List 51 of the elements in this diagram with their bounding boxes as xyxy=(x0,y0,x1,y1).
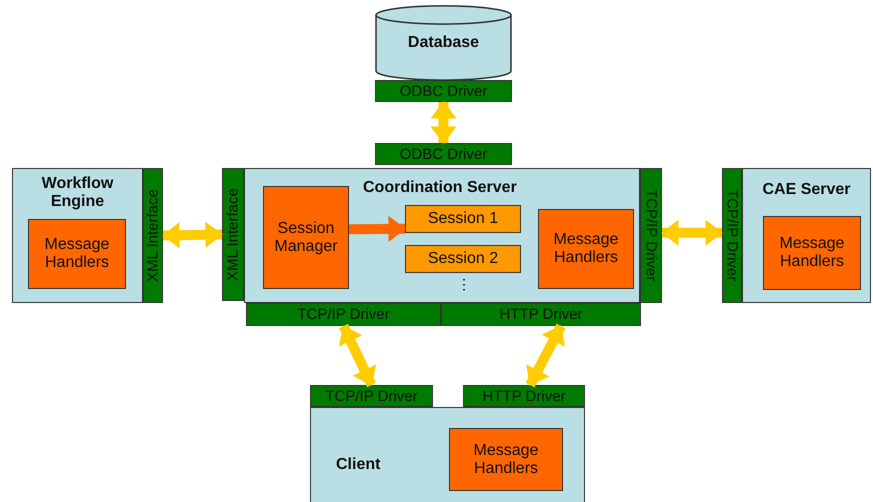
driver-label: HTTP Driver xyxy=(499,306,583,323)
driver-label: TCP/IP Driver xyxy=(325,388,418,404)
box-label: Message Handlers xyxy=(778,235,846,271)
driver-label: XML Interface xyxy=(224,188,242,281)
box-label: Session 2 xyxy=(426,250,500,268)
driver-strip xyxy=(375,143,512,165)
handler-box xyxy=(449,428,563,491)
driver-strip xyxy=(722,168,742,303)
component-box xyxy=(12,168,143,303)
client-box xyxy=(310,407,585,502)
double-arrow xyxy=(162,222,222,248)
database-cylinder xyxy=(375,5,512,80)
double-arrow xyxy=(338,324,376,388)
driver-label: TCP/IP Driver xyxy=(642,189,660,282)
manager-box xyxy=(263,186,349,289)
box-label: Message Handlers xyxy=(472,442,540,478)
driver-label: XML Interface xyxy=(144,189,162,282)
node-title: CAE Server xyxy=(762,181,851,199)
node-title: Coordination Server xyxy=(363,179,517,197)
box-label: Message Handlers xyxy=(44,236,110,272)
driver-strip xyxy=(463,385,585,407)
box-label: Session Manager xyxy=(273,220,339,256)
driver-strip xyxy=(640,168,662,303)
driver-label: ODBC Driver xyxy=(400,146,488,162)
handler-box xyxy=(538,209,634,289)
driver-strip xyxy=(375,80,512,102)
server-box xyxy=(244,168,640,303)
driver-label: HTTP Driver xyxy=(482,388,566,404)
double-arrow xyxy=(662,220,722,246)
session-box xyxy=(405,245,521,273)
double-arrow xyxy=(431,102,456,144)
handler-box xyxy=(28,219,126,289)
arrow xyxy=(348,216,406,242)
driver-strip xyxy=(246,303,441,326)
box-label: Session 1 xyxy=(426,210,500,228)
component-box xyxy=(742,168,871,303)
driver-strip xyxy=(441,303,641,326)
double-arrow xyxy=(526,324,566,388)
interface-strip xyxy=(222,168,244,301)
driver-label: TCP/IP Driver xyxy=(297,306,390,323)
driver-strip xyxy=(310,385,433,407)
driver-label: TCP/IP Driver xyxy=(724,189,740,282)
session-box xyxy=(405,205,521,233)
box-label: Message Handlers xyxy=(552,231,620,267)
handler-box xyxy=(763,216,861,290)
driver-label: ODBC Driver xyxy=(400,82,488,100)
interface-strip xyxy=(143,168,163,303)
ellipsis-mark: ⋮ xyxy=(457,276,471,292)
node-title: Workflow Engine xyxy=(40,175,114,211)
node-title: Database xyxy=(408,34,480,52)
node-title: Client xyxy=(336,456,380,474)
